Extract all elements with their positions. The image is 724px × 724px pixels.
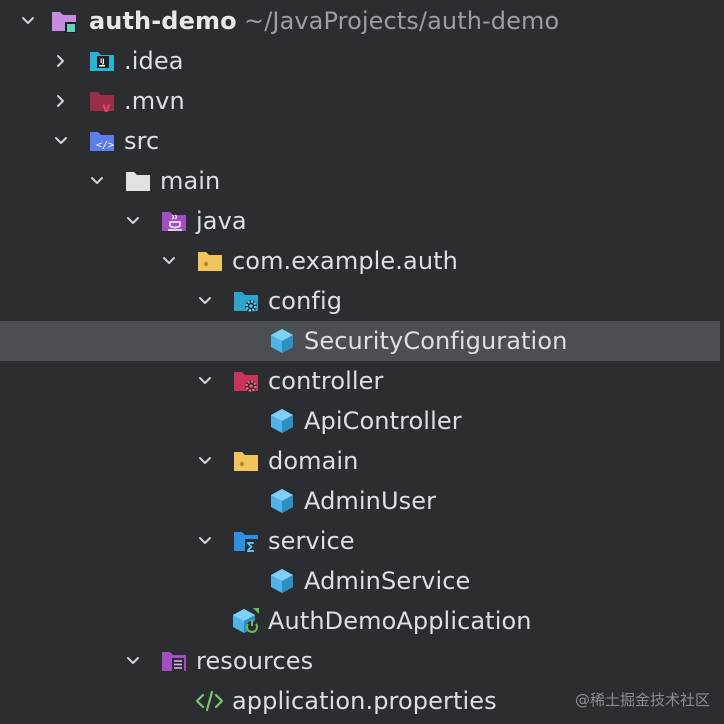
tree-row-controller[interactable]: controller <box>0 361 720 401</box>
tree-label: controller <box>268 367 384 395</box>
tree-row-admin-user[interactable]: AdminUser <box>0 481 720 521</box>
tree-label: SecurityConfiguration <box>304 327 568 355</box>
class-icon <box>268 407 296 435</box>
tree-label: src <box>124 127 160 155</box>
svg-text:IJ: IJ <box>100 58 104 65</box>
chevron-down-icon[interactable] <box>121 201 145 241</box>
tree-label: .mvn <box>124 87 185 115</box>
svg-text:v: v <box>102 101 111 115</box>
source-folder-icon: </> <box>88 127 116 155</box>
tree-label: main <box>160 167 221 195</box>
tree-row-api-controller[interactable]: ApiController <box>0 401 720 441</box>
tree-row-admin-service[interactable]: AdminService <box>0 561 720 601</box>
config-folder-icon <box>232 287 260 315</box>
tree-label: .idea <box>124 47 184 75</box>
tree-row-resources[interactable]: resources <box>0 641 720 681</box>
watermark: @稀土掘金技术社区 <box>574 691 710 709</box>
tree-label: resources <box>196 647 314 675</box>
tree-row-application-properties[interactable]: application.properties <box>0 681 720 721</box>
svg-text:</>: </> <box>96 140 114 151</box>
tree-label: java <box>196 207 247 235</box>
tree-row-java[interactable]: java <box>0 201 720 241</box>
tree-label: config <box>268 287 343 315</box>
package-folder-icon <box>196 247 224 275</box>
project-path: ~/JavaProjects/auth-demo <box>244 7 560 35</box>
maven-folder-icon: v <box>88 87 116 116</box>
chevron-down-icon[interactable] <box>193 521 217 561</box>
spring-app-icon <box>232 607 260 635</box>
class-icon <box>268 327 296 355</box>
tree-row-mvn[interactable]: v .mvn <box>0 81 720 121</box>
tree-row-auth-demo-application[interactable]: AuthDemoApplication <box>0 601 720 641</box>
svg-text:Σ: Σ <box>246 541 255 555</box>
chevron-down-icon[interactable] <box>85 161 109 201</box>
tree-label: AuthDemoApplication <box>268 607 532 635</box>
idea-folder-icon: IJ <box>88 47 116 75</box>
class-icon <box>268 567 296 595</box>
tree-row-auth-demo[interactable]: auth-demo ~/JavaProjects/auth-demo <box>0 1 720 41</box>
class-icon <box>268 487 296 515</box>
properties-icon <box>194 687 224 715</box>
project-name: auth-demo <box>89 7 237 35</box>
tree-row-main[interactable]: main <box>0 161 720 201</box>
chevron-down-icon[interactable] <box>193 361 217 401</box>
tree-row-security-configuration[interactable]: SecurityConfiguration <box>0 321 720 361</box>
chevron-down-icon[interactable] <box>193 281 217 321</box>
tree-row-service[interactable]: Σ service <box>0 521 720 561</box>
package-folder-icon <box>232 447 260 475</box>
service-folder-icon: Σ <box>232 527 260 556</box>
tree-label: AdminService <box>304 567 471 595</box>
controller-folder-icon <box>232 367 260 395</box>
tree-row-domain[interactable]: domain <box>0 441 720 481</box>
tree-label: application.properties <box>232 687 497 715</box>
tree-label: ApiController <box>304 407 462 435</box>
tree-label: com.example.auth <box>232 247 458 275</box>
chevron-down-icon[interactable] <box>157 241 181 281</box>
tree-label: AdminUser <box>304 487 437 515</box>
chevron-right-icon[interactable] <box>49 81 73 121</box>
tree-row-idea[interactable]: IJ .idea <box>0 41 720 81</box>
chevron-right-icon[interactable] <box>49 41 73 81</box>
tree-row-package[interactable]: com.example.auth <box>0 241 720 281</box>
tree-label: service <box>268 527 355 555</box>
tree-label: domain <box>268 447 359 475</box>
chevron-down-icon[interactable] <box>49 121 73 161</box>
chevron-down-icon[interactable] <box>121 641 145 681</box>
tree-row-config[interactable]: config <box>0 281 720 321</box>
folder-icon <box>124 167 152 195</box>
chevron-down-icon[interactable] <box>193 441 217 481</box>
module-folder-icon <box>50 7 78 35</box>
resources-folder-icon <box>160 647 188 675</box>
java-folder-icon <box>160 207 188 235</box>
tree-row-src[interactable]: </> src <box>0 121 720 161</box>
chevron-down-icon[interactable] <box>16 1 40 41</box>
